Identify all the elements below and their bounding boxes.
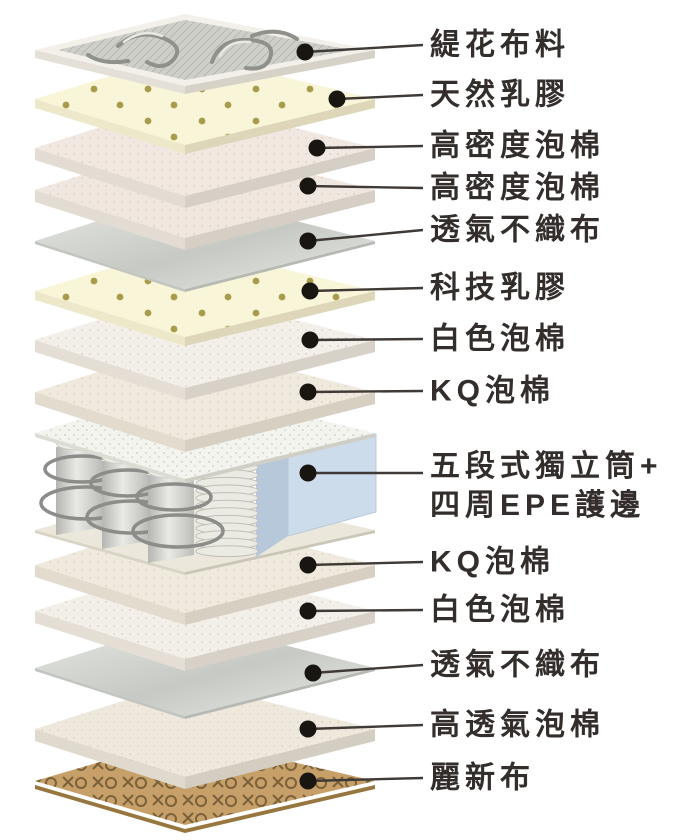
label-jacquard-fabric: 緹花布料 xyxy=(430,28,570,62)
callout-dot xyxy=(299,720,317,738)
callout-dot xyxy=(299,383,317,401)
leader-line xyxy=(307,723,424,731)
callout-dot xyxy=(299,232,317,250)
label-breathable-nonwoven-2: 透氣不織布 xyxy=(430,648,605,682)
epe-edge-block xyxy=(256,433,377,557)
leader-line xyxy=(307,228,424,243)
leader-line xyxy=(307,608,424,613)
leader-lines xyxy=(304,43,424,783)
layer-high-breathability-foam xyxy=(35,681,375,789)
label-high-density-foam-1: 高密度泡棉 xyxy=(430,129,605,163)
label-high-breathability-foam: 高透氣泡棉 xyxy=(430,708,605,742)
callout-dot xyxy=(299,772,317,790)
jacquard-swirl-highlight xyxy=(122,31,252,58)
callout-dot xyxy=(299,556,317,574)
label-white-foam-2: 白色泡棉 xyxy=(430,593,570,627)
label-lixin-fabric: 麗新布 xyxy=(430,761,535,795)
callout-dot xyxy=(328,90,346,108)
leader-line xyxy=(307,776,424,783)
callout-dots xyxy=(296,43,346,790)
spring-pockets xyxy=(39,435,225,563)
callout-dot xyxy=(301,331,319,349)
callout-dot xyxy=(299,602,317,620)
callout-dot xyxy=(299,464,317,482)
callout-dot xyxy=(299,177,317,195)
leader-line xyxy=(307,389,424,394)
leader-line xyxy=(309,286,424,293)
label-tech-latex: 科技乳膠 xyxy=(430,271,570,305)
leader-line xyxy=(309,337,424,342)
label-kq-foam-1: KQ泡棉 xyxy=(430,374,555,408)
label-natural-latex: 天然乳膠 xyxy=(430,78,570,112)
callout-dot xyxy=(304,664,322,682)
label-white-foam-1: 白色泡棉 xyxy=(430,322,570,356)
label-high-density-foam-2: 高密度泡棉 xyxy=(430,171,605,205)
callout-dot xyxy=(308,139,326,157)
layer-jacquard-fabric xyxy=(35,14,375,94)
leader-line xyxy=(307,184,424,190)
leader-line xyxy=(304,43,424,54)
leader-line xyxy=(316,144,424,150)
label-pocket-springs-epe: 五段式獨立筒+ 四周EPE護邊 xyxy=(430,450,663,522)
callout-dot xyxy=(301,282,319,300)
callout-dot xyxy=(296,43,314,61)
leader-line xyxy=(336,93,424,101)
label-breathable-nonwoven-1: 透氣不織布 xyxy=(430,213,605,247)
leader-line xyxy=(307,560,424,567)
leader-line xyxy=(312,663,424,675)
label-kq-foam-2: KQ泡棉 xyxy=(430,545,555,579)
